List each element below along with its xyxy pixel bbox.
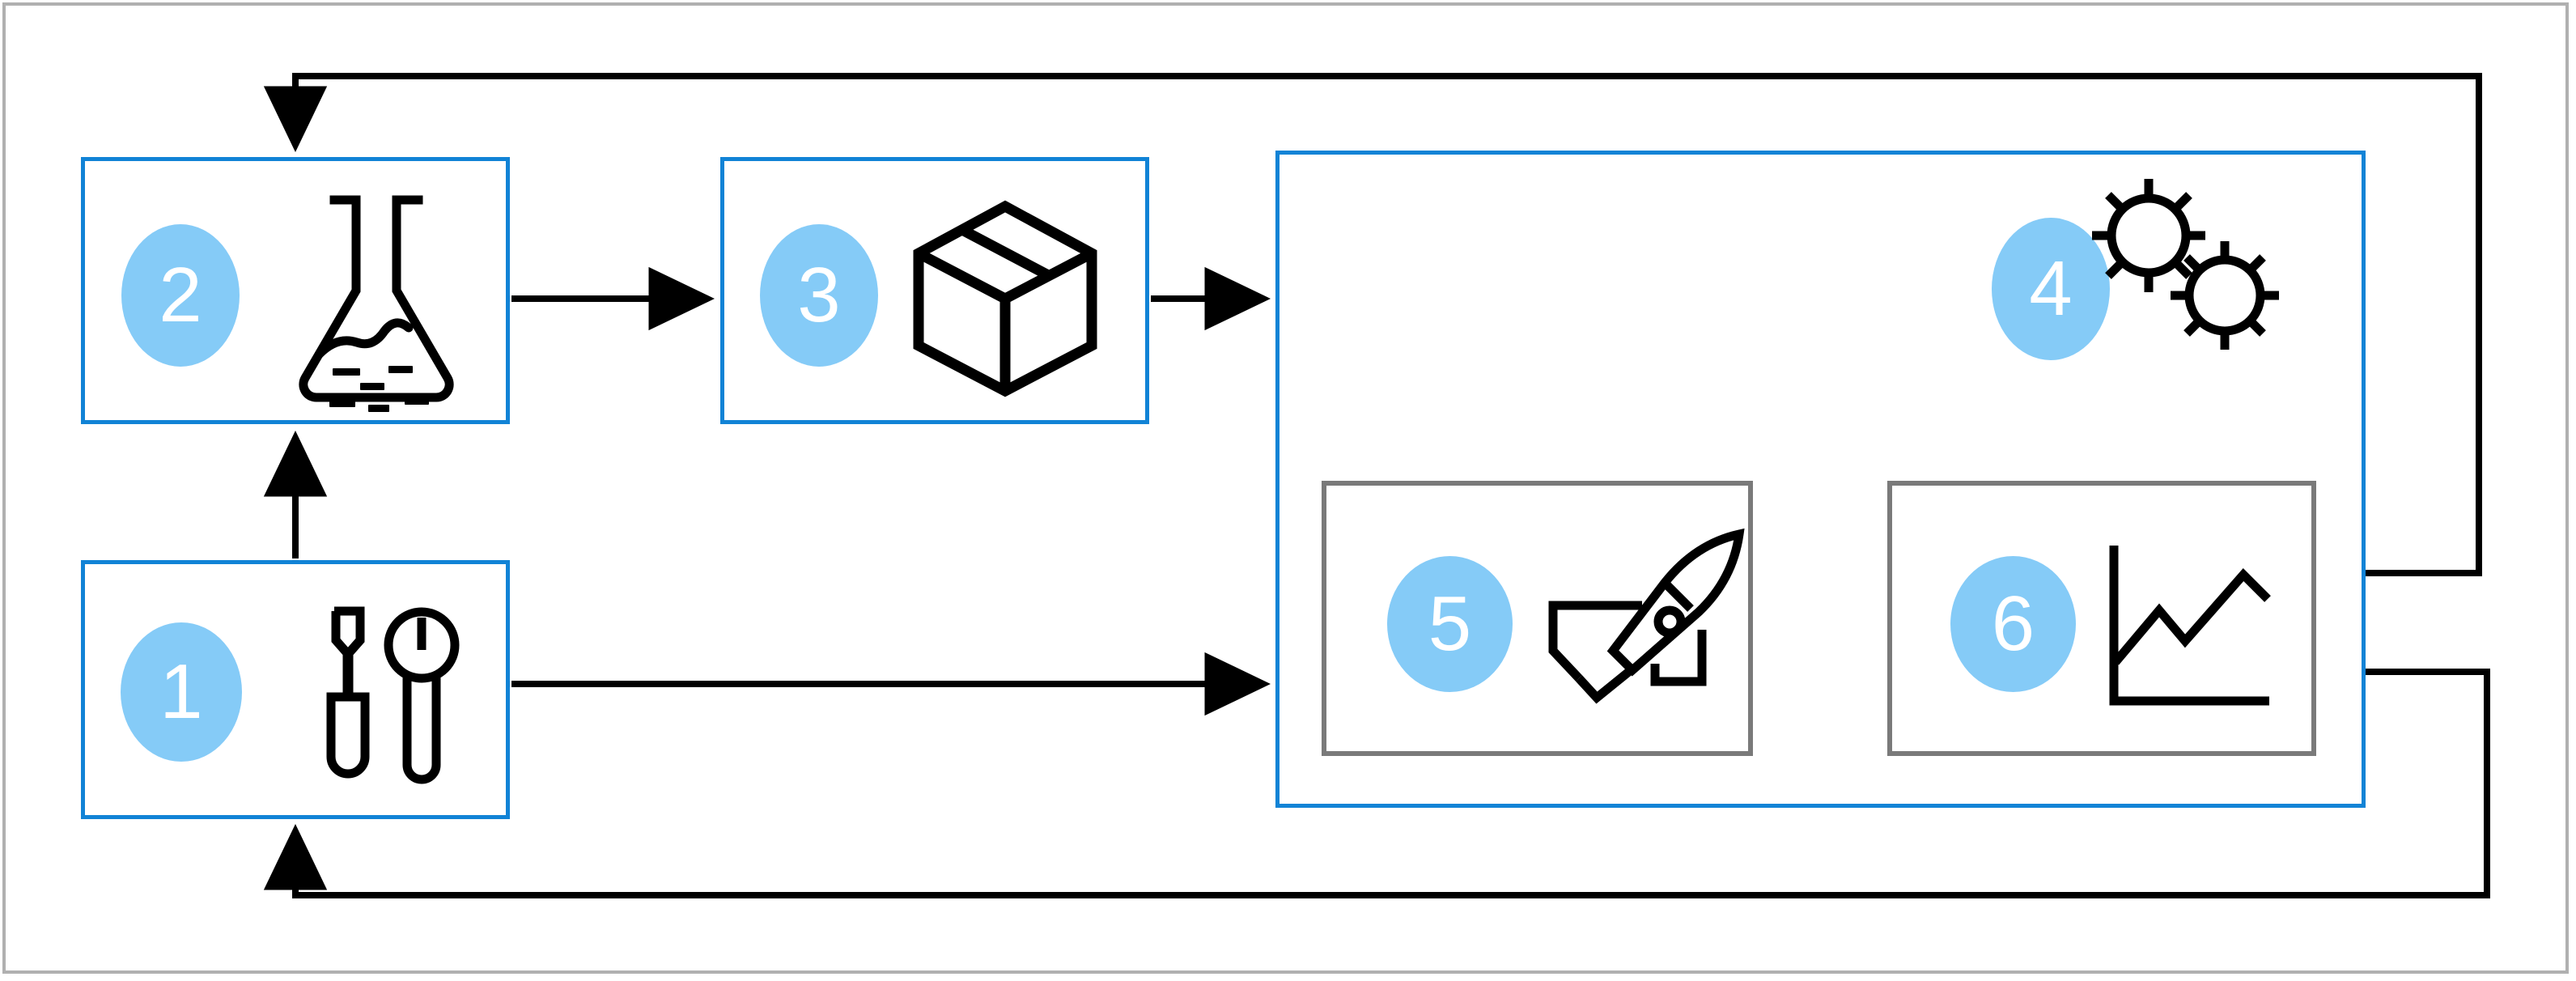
line-chart-icon bbox=[2109, 542, 2279, 712]
microbes-icon bbox=[2089, 177, 2291, 355]
package-box-icon bbox=[904, 195, 1106, 397]
node-4-badge: 4 bbox=[1992, 218, 2110, 360]
rocket-icon bbox=[1548, 528, 1746, 719]
node-3-badge: 3 bbox=[760, 224, 878, 367]
erlenmeyer-flask-icon bbox=[287, 177, 465, 412]
node-3-box[interactable]: 3 bbox=[720, 157, 1149, 424]
node-1-badge: 1 bbox=[121, 622, 242, 762]
node-2-box[interactable]: 2 bbox=[81, 157, 510, 424]
lab-tools-icon bbox=[318, 606, 464, 789]
node-2-badge: 2 bbox=[121, 224, 240, 367]
node-6-badge: 6 bbox=[1950, 556, 2076, 692]
node-1-box[interactable]: 1 bbox=[81, 560, 510, 819]
node-5-badge: 5 bbox=[1387, 556, 1513, 692]
node-6-box[interactable]: 6 bbox=[1887, 481, 2316, 756]
node-5-box[interactable]: 5 bbox=[1322, 481, 1753, 756]
